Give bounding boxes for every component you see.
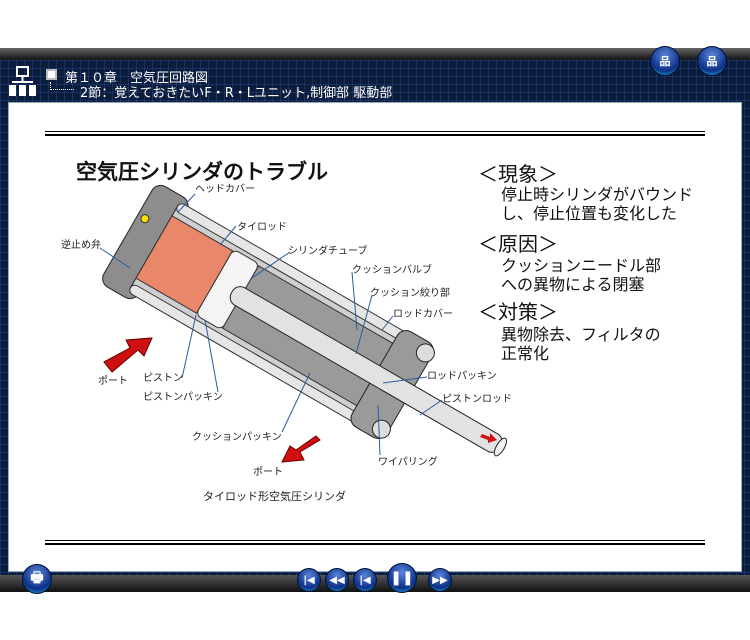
label-port: ポート xyxy=(253,467,283,478)
nut xyxy=(371,419,391,439)
measure-line: 正常化 xyxy=(501,344,550,363)
label-rod-packing: ロッドパッキン xyxy=(427,371,497,382)
label-tie-rod: タイロッド xyxy=(237,222,287,233)
pause-button[interactable]: ❚❚ xyxy=(387,563,417,593)
cause-heading: ＜原因＞ xyxy=(478,232,558,256)
cause-line: への異物による閉塞 xyxy=(501,275,645,294)
phenomenon-heading: ＜現象＞ xyxy=(478,162,558,186)
cause-line: クッションニードル部 xyxy=(501,256,662,275)
diagram-caption: タイロッド形空気圧シリンダ xyxy=(203,490,346,503)
step-back-icon: |◀ xyxy=(359,574,371,586)
label-piston-packing: ピストンパッキン xyxy=(143,392,223,403)
tree-connector xyxy=(50,82,74,90)
sitemap-icon: 品 xyxy=(659,55,671,68)
index-button[interactable]: 品 xyxy=(697,46,727,76)
skip-first-icon: |◀ xyxy=(303,574,315,586)
phenomenon-line: し、停止位置も変化した xyxy=(501,204,678,223)
label-rod-cover: ロッドカバー xyxy=(393,309,453,320)
sitemap-icon xyxy=(9,66,36,96)
label-cylinder-tube: シリンダチューブ xyxy=(288,246,368,257)
top-bar xyxy=(0,48,750,60)
sitemap-button[interactable]: 品 xyxy=(650,46,680,76)
printer-icon: 🖶 xyxy=(30,570,44,586)
first-button[interactable]: |◀ xyxy=(297,568,321,592)
phenomenon-line: 停止時シリンダがバウンド xyxy=(501,185,694,204)
label-piston-rod: ピストンロッド xyxy=(442,394,512,405)
rewind-icon: ◀◀ xyxy=(329,574,345,586)
leader-lines xyxy=(99,193,443,456)
direction-arrow xyxy=(480,433,497,443)
measure-heading: ＜対策＞ xyxy=(478,300,558,324)
nut xyxy=(415,343,435,363)
port-arrow xyxy=(281,435,321,463)
pause-icon: ❚❚ xyxy=(390,570,414,586)
print-button[interactable]: 🖶 xyxy=(22,564,52,594)
fast-forward-icon: ▶▶ xyxy=(432,574,448,586)
slide-title: 空気圧シリンダのトラブル xyxy=(76,160,328,184)
index-icon: 品 xyxy=(706,55,718,68)
bottom-divider xyxy=(45,540,705,545)
label-head-cover: ヘッドカバー xyxy=(195,184,255,195)
rewind-button[interactable]: ◀◀ xyxy=(325,568,349,592)
check-valve xyxy=(140,214,150,224)
chapter-title: 第１０章 空気圧回路図 xyxy=(65,71,209,86)
document-icon xyxy=(46,69,57,80)
label-piston: ピストン xyxy=(143,373,183,384)
label-cushion-packing: クッションパッキン xyxy=(192,432,282,443)
section-title: 2節：覚えておきたいF・R・Lユニット,制御部 駆動部 xyxy=(80,86,393,101)
next-button[interactable]: ▶▶ xyxy=(428,568,452,592)
port-arrow xyxy=(103,337,153,373)
prev-button[interactable]: |◀ xyxy=(353,568,377,592)
label-check-valve: 逆止め弁 xyxy=(61,240,101,251)
label-cushion-throttle: クッション絞り部 xyxy=(370,288,450,299)
label-port: ポート xyxy=(98,376,128,387)
label-wiper-ring: ワイパリング xyxy=(378,457,438,468)
measure-line: 異物除去、フィルタの xyxy=(501,325,661,344)
label-cushion-valve: クッションバルブ xyxy=(352,265,432,276)
rod-end xyxy=(493,437,507,457)
top-divider xyxy=(45,131,705,136)
